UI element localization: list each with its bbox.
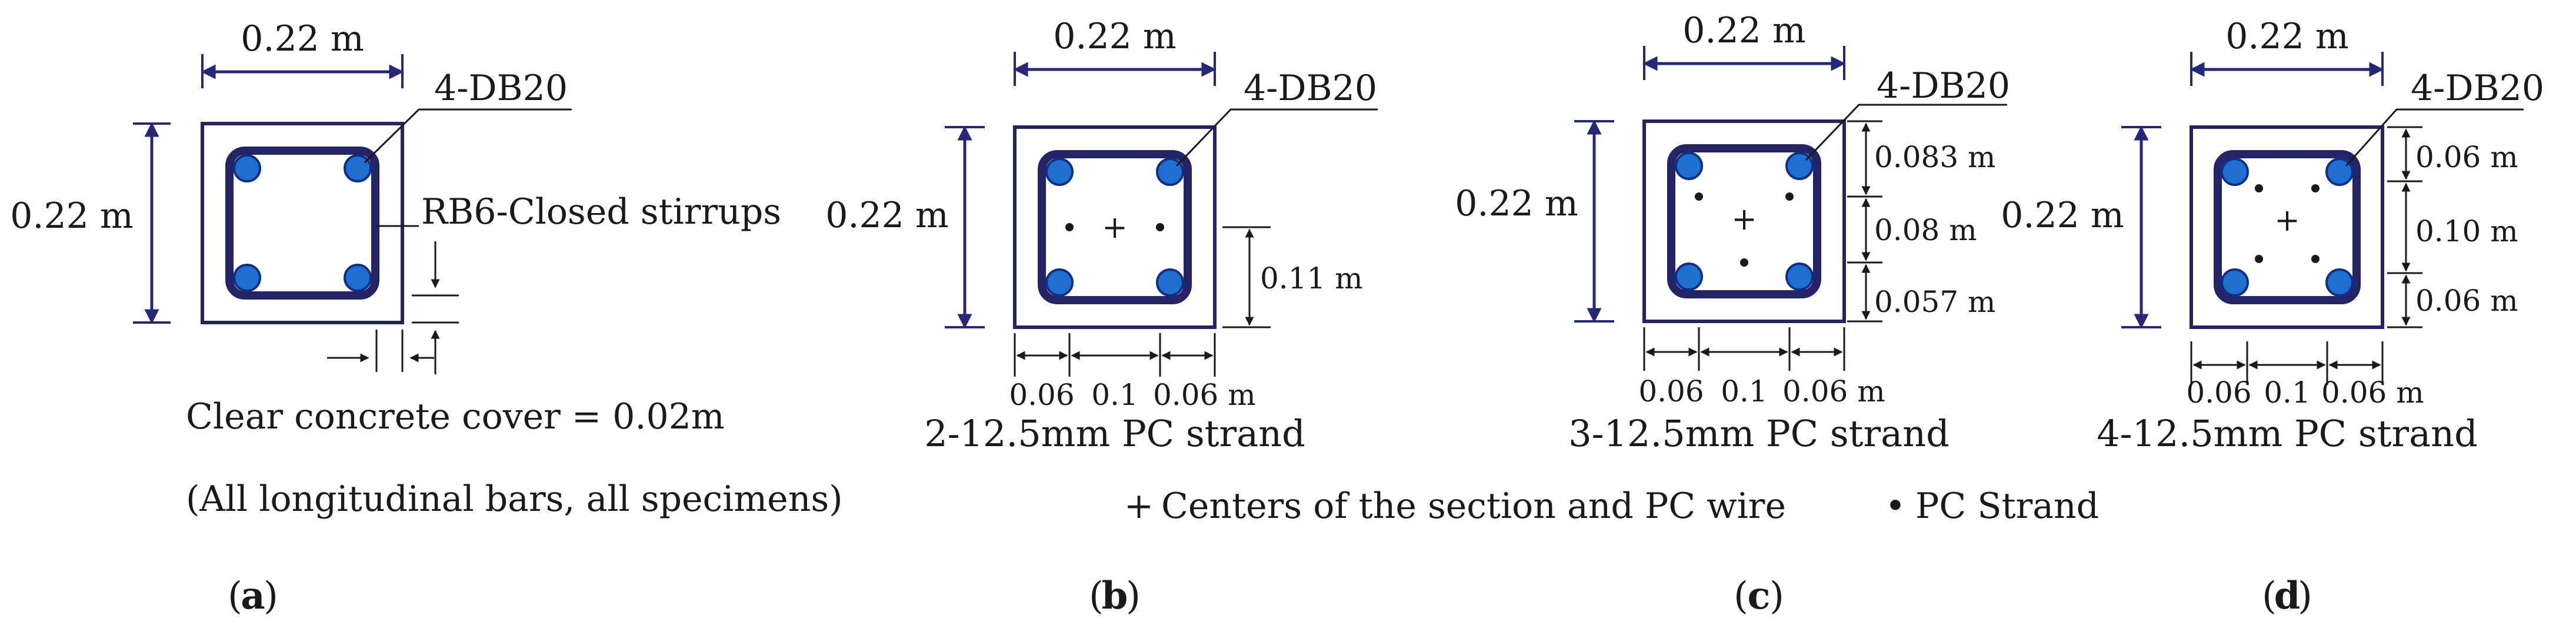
height-label: 0.22 m	[2001, 195, 2124, 236]
rebar-label: 4-DB20	[2411, 68, 2544, 109]
svg-text:c: c	[1748, 574, 1771, 618]
strand-offset-label: 0.11 m	[1260, 261, 1363, 295]
svg-text:): )	[2298, 574, 2312, 618]
bottom-dimensions: 0.06 0.1 0.06 m	[1638, 327, 1885, 408]
dim-right: 0.06 m	[1782, 374, 1885, 408]
dim-middle: 0.1	[1091, 378, 1138, 412]
pc-strand	[1785, 192, 1794, 201]
bars-note: (All longitudinal bars, all specimens)	[186, 478, 843, 520]
legend-center-marker: +	[1124, 486, 1154, 527]
rebar-leader	[2345, 108, 2524, 167]
panel-label-d: ( d )	[2262, 574, 2312, 618]
panel-a: 0.22 m 0.22 m 4-DB20 RB6-Closed stirrups…	[10, 18, 842, 618]
rebar-bottom-right	[1156, 268, 1184, 297]
legend-center-text: Centers of the section and PC wire	[1161, 486, 1786, 527]
svg-text:(: (	[1089, 574, 1104, 618]
panel-label-c: ( c )	[1734, 574, 1784, 618]
right-dimensions: 0.06 m 0.10 m 0.06 m	[2387, 126, 2518, 328]
dim-top: 0.083 m	[1874, 140, 1995, 174]
width-label: 0.22 m	[1053, 16, 1177, 57]
dim-top: 0.06 m	[2415, 140, 2518, 174]
rebar-label: 4-DB20	[1244, 68, 1377, 109]
pc-strand	[1065, 223, 1074, 231]
svg-text:(: (	[1734, 574, 1748, 618]
dim-right: 0.06 m	[1153, 378, 1256, 412]
dim-right: 0.06 m	[2321, 376, 2424, 410]
pc-strand	[2311, 255, 2320, 263]
dim-bottom: 0.06 m	[2415, 284, 2518, 318]
dim-middle: 0.1	[1721, 374, 1768, 408]
pc-strand	[1695, 192, 1703, 201]
section-center-marker: +	[2274, 203, 2300, 238]
legend-strand-marker: •	[1885, 486, 1905, 527]
legend-strand-text: PC Strand	[1915, 486, 2099, 527]
caption: 3-12.5mm PC strand	[1568, 412, 1950, 455]
dim-bottom: 0.057 m	[1874, 285, 1995, 319]
rebar-bottom-left	[1675, 262, 1703, 291]
height-label: 0.22 m	[825, 195, 949, 236]
rebar-label: 4-DB20	[1877, 65, 2010, 107]
panel-b: 0.22 m 0.22 m + 4-DB20 0.11 m 0.0	[825, 16, 1378, 618]
height-label: 0.22 m	[10, 195, 134, 237]
width-label: 0.22 m	[1682, 10, 1806, 51]
rebar-bottom-right	[1785, 262, 1814, 291]
rebar-top-left	[1045, 158, 1074, 186]
bottom-dimensions: 0.06 0.1 0.06 m	[2186, 341, 2424, 410]
panel-d: 0.22 m 0.22 m + 4-DB20 0.06 m 0.10 m 0.0…	[2001, 16, 2544, 618]
pc-strand	[2255, 184, 2263, 192]
stirrup-label: RB6-Closed stirrups	[421, 191, 781, 232]
stirrup	[2214, 150, 2361, 304]
width-label: 0.22 m	[241, 18, 364, 59]
section-center-marker: +	[1731, 202, 1757, 237]
panel-label-a: ( a )	[228, 574, 278, 618]
rebar-bottom-left	[2221, 268, 2249, 297]
rebar-bottom-left	[1045, 268, 1074, 297]
pc-strand	[2311, 184, 2320, 192]
dim-middle: 0.1	[2264, 376, 2311, 410]
pc-strand	[2255, 255, 2263, 263]
caption: 2-12.5mm PC strand	[924, 412, 1305, 455]
svg-text:(: (	[2262, 574, 2277, 618]
dim-left: 0.06	[1009, 378, 1074, 412]
stirrup	[1038, 150, 1192, 304]
dim-left: 0.06	[1638, 374, 1704, 408]
svg-text:): )	[264, 574, 278, 618]
stirrup	[225, 147, 379, 300]
dim-middle: 0.10 m	[2415, 214, 2518, 248]
svg-text:a: a	[241, 574, 265, 618]
svg-text:d: d	[2274, 574, 2301, 618]
right-dimensions: 0.083 m 0.08 m 0.057 m	[1847, 120, 1995, 323]
svg-text:b: b	[1102, 574, 1128, 618]
svg-text:(: (	[228, 574, 242, 618]
panel-c: 0.22 m 0.22 m + 4-DB20 0.083 m 0.08 m 0.…	[1455, 10, 2010, 618]
cover-note: Clear concrete cover = 0.02m	[186, 396, 725, 437]
rebar-top-left	[2221, 158, 2249, 186]
rebar-top-left	[1675, 152, 1703, 180]
stirrup	[1667, 144, 1821, 298]
legend: + Centers of the section and PC wire • P…	[1124, 486, 2099, 527]
pc-strand	[1156, 223, 1164, 231]
dim-middle: 0.08 m	[1874, 213, 1977, 247]
rebar-leader	[1805, 104, 2007, 161]
rebar-leader	[364, 108, 572, 164]
rebar-bottom-left	[233, 264, 261, 292]
height-label: 0.22 m	[1455, 183, 1578, 224]
rebar-top-left	[233, 154, 261, 182]
svg-text:): )	[1126, 574, 1141, 618]
rebar-top-right	[344, 154, 372, 182]
rebar-bottom-right	[344, 264, 372, 292]
rebar-label: 4-DB20	[434, 68, 568, 109]
rebar-leader	[1175, 108, 1378, 167]
bottom-dimensions: 0.06 0.1 0.06 m	[1009, 333, 1256, 412]
svg-text:): )	[1769, 574, 1784, 618]
dim-left: 0.06	[2186, 376, 2251, 410]
pc-strand	[1740, 258, 1748, 267]
width-label: 0.22 m	[2225, 16, 2349, 57]
section-center-marker: +	[1102, 210, 1128, 245]
caption: 4-12.5mm PC strand	[2097, 412, 2478, 455]
rebar-bottom-right	[2325, 268, 2354, 297]
panel-label-b: ( b )	[1089, 574, 1141, 618]
